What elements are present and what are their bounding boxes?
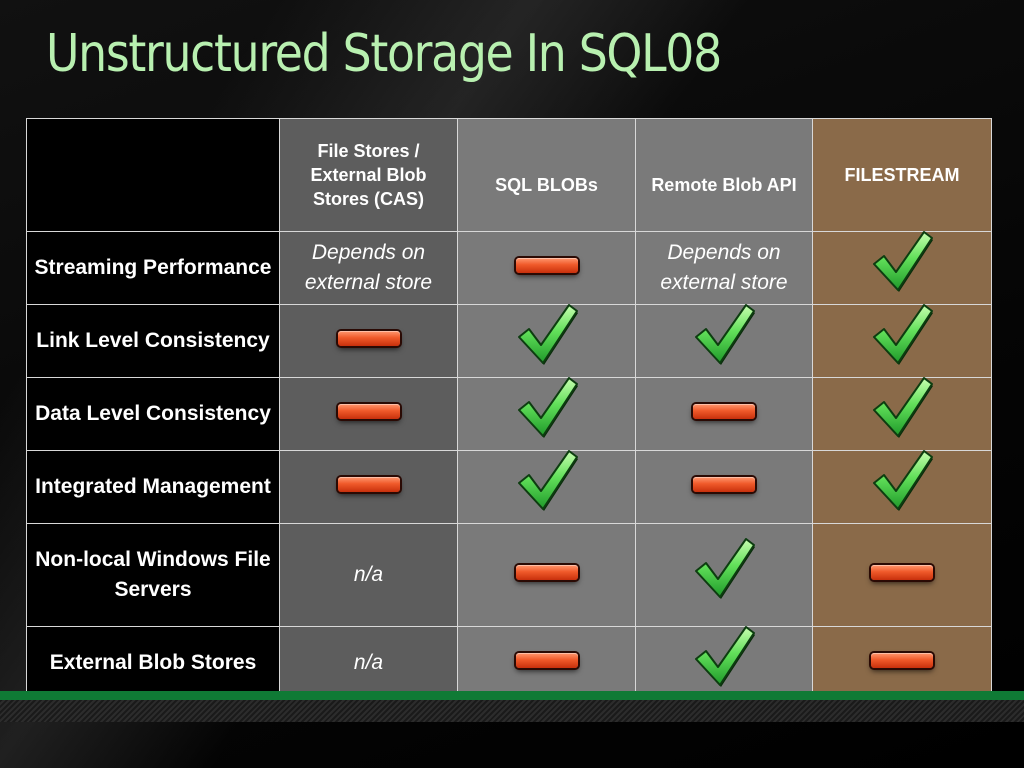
cell-filestream: [812, 230, 992, 305]
table-row: External Blob Stores n/a: [26, 625, 992, 700]
header-file-stores: File Stores / External Blob Stores (CAS): [279, 118, 458, 232]
minus-icon: [337, 331, 400, 346]
row-label: Link Level Consistency: [26, 304, 280, 378]
minus-icon: [337, 404, 400, 419]
comparison-table: File Stores / External Blob Stores (CAS)…: [26, 118, 992, 700]
cell-remote-blob-api: [635, 303, 813, 378]
cell-remote-blob-api: [635, 450, 813, 524]
table-header-row: File Stores / External Blob Stores (CAS)…: [26, 118, 992, 232]
header-corner-cell: [26, 118, 280, 232]
cell-remote-blob-api: [635, 625, 813, 700]
slide-title: Unstructured Storage In SQL08: [46, 24, 722, 84]
check-icon: [515, 374, 579, 440]
cell-filestream: [812, 376, 992, 451]
cell-note: n/a: [353, 651, 384, 674]
cell-file-stores: n/a: [279, 626, 458, 700]
check-icon: [515, 447, 579, 513]
table-row: Integrated Management: [26, 449, 992, 524]
check-icon: [515, 301, 579, 367]
cell-note: Depends on external store: [660, 241, 788, 294]
header-filestream: FILESTREAM: [812, 118, 992, 232]
cell-filestream: [812, 303, 992, 378]
cell-sql-blobs: [457, 449, 636, 524]
row-label: External Blob Stores: [26, 626, 280, 700]
table-row: Link Level Consistency: [26, 303, 992, 378]
cell-file-stores: Depends on external store: [279, 231, 458, 305]
table-row: Data Level Consistency: [26, 376, 992, 451]
cell-filestream: [812, 523, 992, 627]
table-row: Streaming Performance Depends on external…: [26, 230, 992, 305]
row-label: Integrated Management: [26, 450, 280, 524]
check-icon: [692, 301, 756, 367]
row-label: Streaming Performance: [26, 231, 280, 305]
cell-file-stores: [279, 450, 458, 524]
check-icon: [692, 535, 756, 601]
header-sql-blobs: SQL BLOBs: [457, 118, 636, 232]
cell-sql-blobs: [457, 231, 636, 305]
minus-icon: [337, 477, 400, 492]
cell-file-stores: [279, 304, 458, 378]
footer-stripes: [0, 700, 1024, 722]
minus-icon: [871, 565, 933, 580]
cell-sql-blobs: [457, 626, 636, 700]
check-icon: [870, 447, 934, 513]
header-remote-blob-api: Remote Blob API: [635, 118, 813, 232]
check-icon: [870, 374, 934, 440]
cell-sql-blobs: [457, 303, 636, 378]
cell-filestream: [812, 449, 992, 524]
cell-remote-blob-api: [635, 523, 813, 627]
minus-icon: [515, 258, 578, 273]
check-icon: [692, 623, 756, 689]
cell-remote-blob-api: [635, 377, 813, 451]
check-icon: [870, 301, 934, 367]
check-icon: [870, 228, 934, 294]
row-label: Non-local Windows File Servers: [26, 523, 280, 627]
cell-file-stores: n/a: [279, 523, 458, 627]
cell-filestream: [812, 626, 992, 700]
row-label: Data Level Consistency: [26, 377, 280, 451]
footer-green-bar: [0, 691, 1024, 700]
minus-icon: [515, 565, 578, 580]
cell-note: Depends on external store: [304, 241, 433, 294]
cell-remote-blob-api: Depends on external store: [635, 231, 813, 305]
cell-sql-blobs: [457, 523, 636, 627]
cell-note: n/a: [353, 563, 384, 586]
minus-icon: [515, 653, 578, 668]
minus-icon: [693, 404, 755, 419]
cell-sql-blobs: [457, 376, 636, 451]
minus-icon: [871, 653, 933, 668]
minus-icon: [693, 477, 755, 492]
cell-file-stores: [279, 377, 458, 451]
table-row: Non-local Windows File Servers n/a: [26, 523, 992, 627]
